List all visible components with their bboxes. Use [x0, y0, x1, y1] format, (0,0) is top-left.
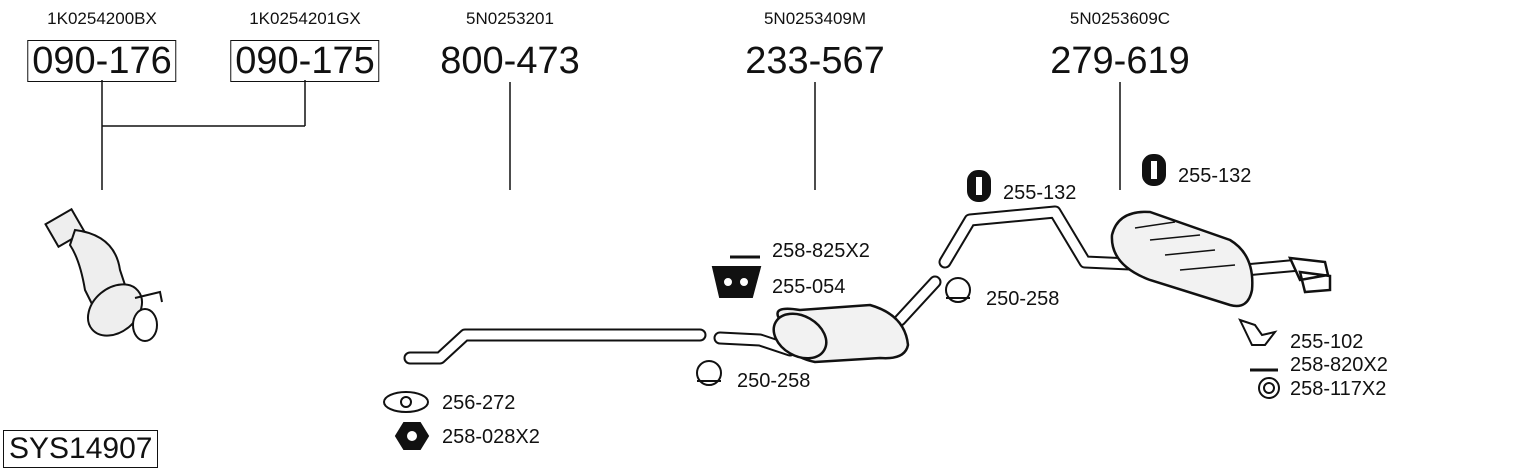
- leader-lines: [101, 80, 1121, 190]
- mount-bracket-icon: [711, 266, 762, 298]
- front-muffler-icon: [772, 303, 910, 364]
- accessory-label[interactable]: 255-102: [1290, 331, 1364, 353]
- clamp-icon: [696, 360, 722, 386]
- accessory-label[interactable]: 258-117X2: [1290, 378, 1387, 400]
- exhaust-pipes: [403, 205, 1307, 365]
- bracket-icon: [1238, 318, 1278, 346]
- washer-icon: [1258, 377, 1280, 399]
- part-number[interactable]: 090-175: [230, 40, 380, 82]
- rubber-hanger-icon: [1142, 154, 1166, 186]
- accessory-label[interactable]: 250-258: [737, 370, 811, 392]
- accessory-label[interactable]: 255-132: [1003, 182, 1077, 204]
- rear-muffler-icon: [1110, 210, 1332, 308]
- part-number[interactable]: 090-176: [27, 40, 177, 82]
- oem-number: 1K0254201GX: [249, 9, 361, 28]
- oem-number: 5N0253409M: [763, 9, 867, 28]
- catalytic-converter-icon: [44, 207, 163, 342]
- oem-number: 5N0253609C: [1069, 9, 1171, 28]
- accessory-label[interactable]: 250-258: [986, 288, 1060, 310]
- part-number[interactable]: 279-619: [1050, 40, 1190, 82]
- gasket-icon: [383, 391, 429, 413]
- clamp-icon: [945, 277, 971, 303]
- accessory-label[interactable]: 258-825X2: [772, 240, 870, 262]
- part-number[interactable]: 800-473: [440, 40, 580, 82]
- accessory-label[interactable]: 258-028X2: [442, 426, 540, 448]
- accessory-label[interactable]: 255-054: [772, 276, 846, 298]
- accessory-label[interactable]: 258-820X2: [1290, 354, 1388, 376]
- oem-number: 1K0254200BX: [47, 9, 157, 28]
- accessory-label[interactable]: 255-132: [1178, 165, 1252, 187]
- nut-icon: [394, 422, 430, 450]
- part-number[interactable]: 233-567: [745, 40, 885, 82]
- oem-number: 5N0253201: [466, 9, 554, 28]
- rubber-hanger-icon: [967, 170, 991, 202]
- accessory-label[interactable]: 256-272: [442, 392, 516, 414]
- system-id: SYS14907: [3, 430, 159, 468]
